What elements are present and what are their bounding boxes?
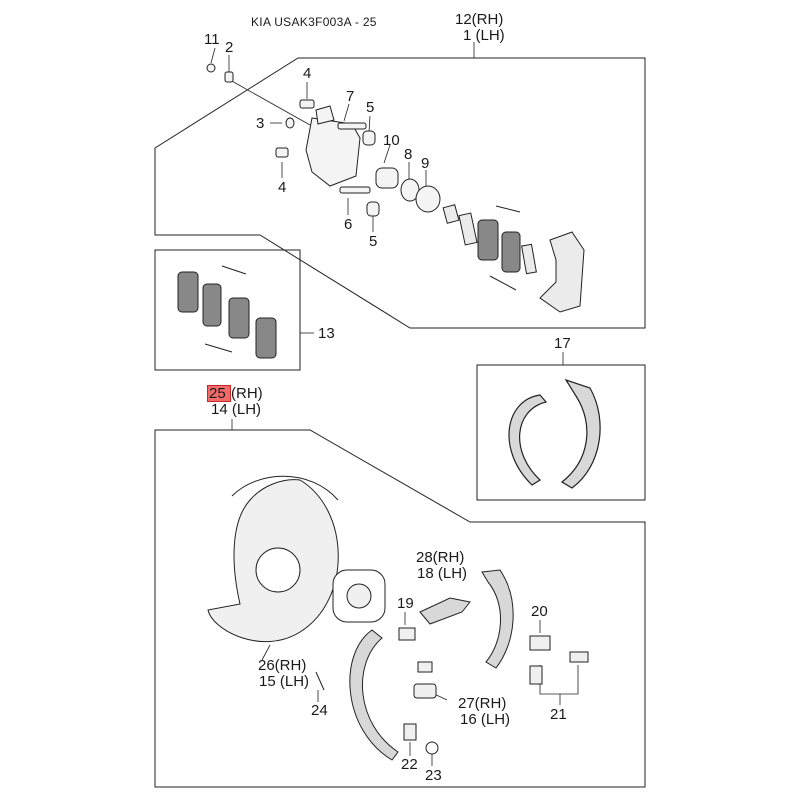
pad-kit-pad bbox=[228, 297, 250, 339]
parking-shoe-left bbox=[349, 629, 399, 761]
parking-shoe-17-left bbox=[508, 394, 548, 486]
callout-26-rh: 26(RH) bbox=[258, 657, 307, 674]
callout-5a: 5 bbox=[366, 99, 375, 116]
callout-28-rh: 28(RH) bbox=[416, 549, 465, 566]
callout-9: 9 bbox=[421, 155, 430, 172]
parking-shoe-right bbox=[481, 569, 514, 669]
backing-plate-frame bbox=[154, 429, 646, 788]
callout-10: 10 bbox=[383, 132, 400, 149]
pad-kit-pad bbox=[255, 317, 277, 359]
brake-pad bbox=[501, 231, 521, 273]
callout-24: 24 bbox=[311, 702, 328, 719]
callout-6: 6 bbox=[344, 216, 353, 233]
callout-11: 11 bbox=[204, 31, 220, 48]
cup-23 bbox=[425, 741, 439, 755]
shim-pad bbox=[521, 243, 537, 275]
shim-pad bbox=[458, 212, 478, 246]
callout-16-lh: 16 (LH) bbox=[460, 711, 511, 728]
callout-27-rh: 27(RH) bbox=[458, 695, 507, 712]
callout-20: 20 bbox=[531, 603, 548, 620]
spring-22 bbox=[403, 723, 417, 741]
pad-kit-pad bbox=[202, 283, 222, 327]
callout-23: 23 bbox=[425, 767, 442, 784]
diagram-title: KIA USAK3F003A - 25 bbox=[251, 15, 377, 29]
boot-upper bbox=[362, 130, 376, 146]
boot-lower bbox=[366, 201, 380, 217]
callout-14-lh: 14 (LH) bbox=[211, 401, 262, 418]
brake-pad bbox=[477, 219, 499, 261]
highlight-box bbox=[207, 385, 231, 402]
callout-18-lh: 18 (LH) bbox=[417, 565, 468, 582]
callout-1-lh: 1 (LH) bbox=[463, 27, 505, 44]
shim-pad bbox=[442, 204, 460, 224]
callout-12-rh: 12(RH) bbox=[455, 11, 504, 28]
guide-bolt-lower bbox=[275, 147, 289, 158]
spring-21b bbox=[569, 651, 589, 663]
callout-22: 22 bbox=[401, 756, 418, 773]
callout-25-rh-number: 25 bbox=[209, 385, 226, 402]
callout-21: 21 bbox=[550, 706, 567, 723]
callout-5b: 5 bbox=[369, 233, 378, 250]
parking-shoe-upper bbox=[419, 597, 471, 625]
adjuster bbox=[413, 683, 437, 699]
bleeder-screw bbox=[224, 71, 234, 83]
callout-4a: 4 bbox=[303, 65, 312, 82]
dust-boot bbox=[415, 185, 441, 213]
callout-13: 13 bbox=[318, 325, 335, 342]
callout-2: 2 bbox=[225, 39, 234, 56]
callout-4b: 4 bbox=[278, 179, 287, 196]
callout-3: 3 bbox=[256, 115, 265, 132]
guide-pin-lower bbox=[339, 186, 371, 194]
callout-8: 8 bbox=[404, 146, 413, 163]
clip-20 bbox=[529, 635, 551, 651]
parking-shoe-17-right bbox=[560, 378, 601, 489]
spring-21a bbox=[529, 665, 543, 685]
pad-kit-pad bbox=[177, 271, 199, 313]
washer bbox=[285, 117, 295, 129]
backing-plate-hub bbox=[255, 547, 301, 593]
pin-24 bbox=[315, 671, 325, 691]
callout-19: 19 bbox=[397, 595, 414, 612]
callout-17: 17 bbox=[554, 335, 571, 352]
guide-bolt-upper bbox=[299, 99, 315, 109]
callout-25-rh-suffix: (RH) bbox=[231, 385, 263, 402]
bleeder-cap bbox=[206, 63, 216, 73]
callout-7: 7 bbox=[346, 88, 355, 105]
guide-pin-upper bbox=[337, 122, 367, 130]
backing-plate-rim bbox=[231, 475, 339, 501]
pad-kit-frame bbox=[154, 249, 301, 371]
caliper-assembly-frame bbox=[154, 57, 646, 329]
caliper-bracket bbox=[539, 231, 585, 313]
piston bbox=[375, 167, 399, 189]
spring-lower bbox=[417, 661, 433, 673]
parking-shoe-frame bbox=[476, 364, 646, 501]
caliper-bracket-mount bbox=[315, 105, 335, 125]
callout-15-lh: 15 (LH) bbox=[259, 673, 310, 690]
spring-19 bbox=[398, 627, 416, 641]
